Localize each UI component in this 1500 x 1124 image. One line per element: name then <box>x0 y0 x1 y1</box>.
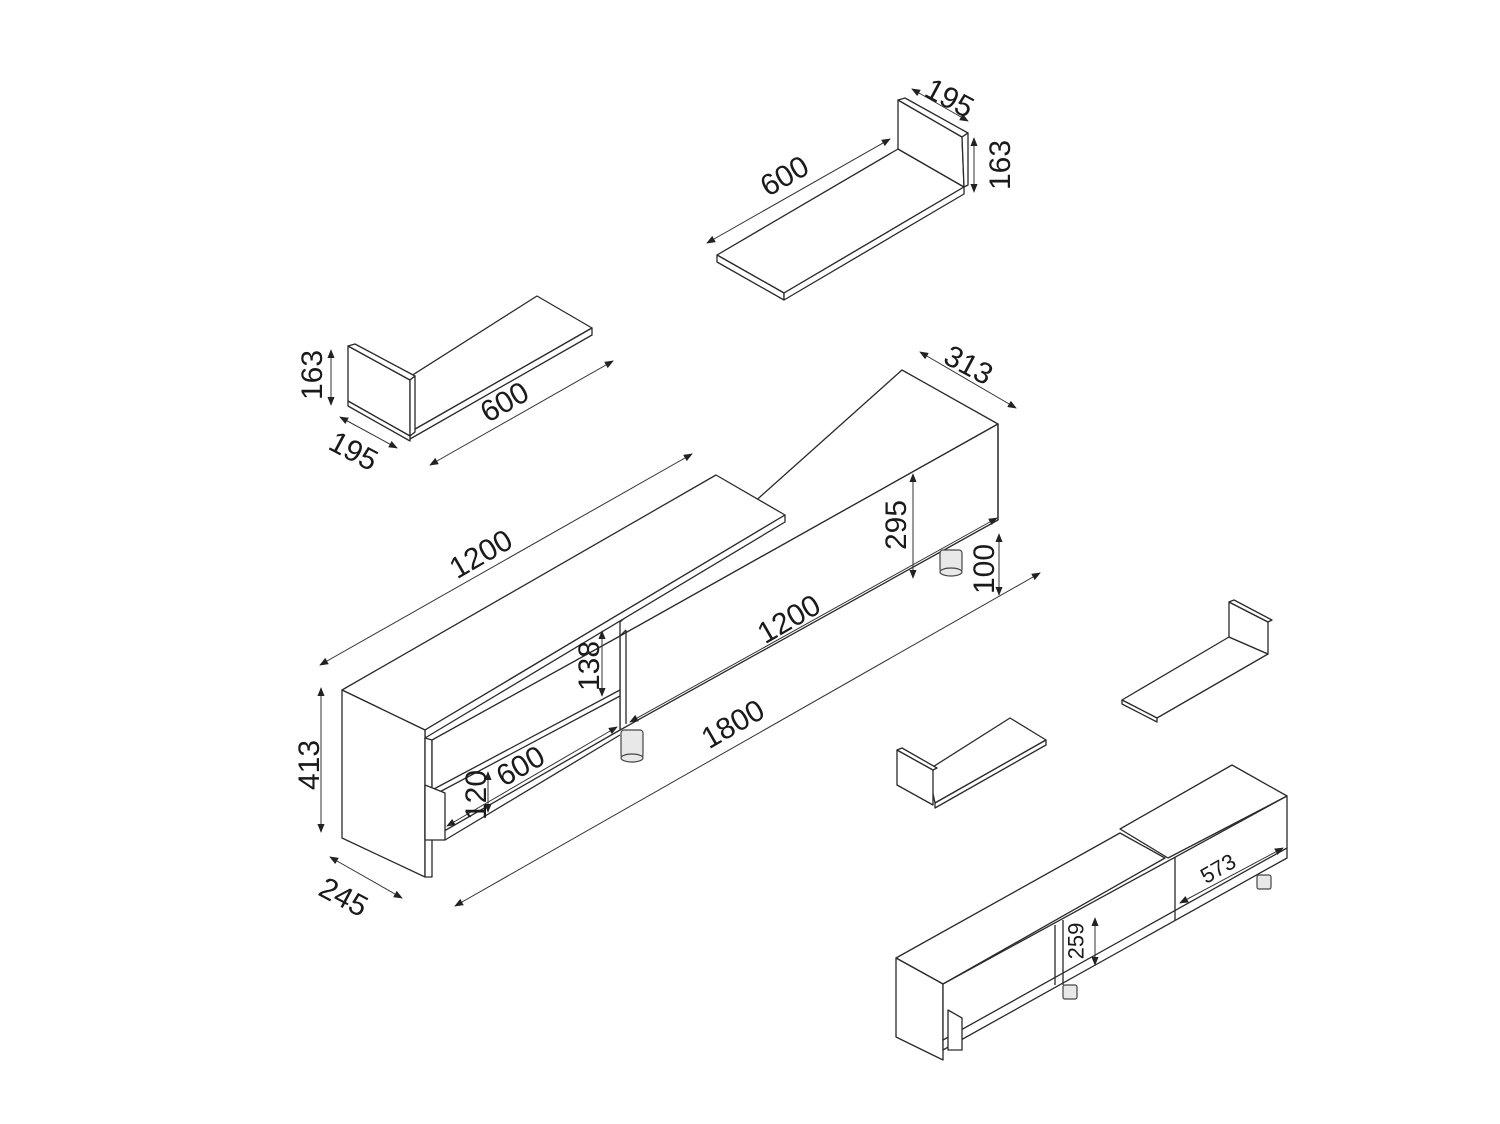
tv-stand-main <box>317 351 1041 907</box>
dim-label-main-295: 295 <box>880 499 914 551</box>
wall-shelf-small-1 <box>896 717 1047 809</box>
dim-label-left-shelf-163: 163 <box>296 349 330 401</box>
dim-label-main-120: 120 <box>460 769 494 821</box>
wall-shelf-top <box>706 88 978 301</box>
wall-shelf-small-2 <box>1121 599 1273 723</box>
dim-label-assembled-259: 259 <box>1063 922 1089 960</box>
assembled-view <box>895 764 1288 1061</box>
dim-label-top-shelf-163: 163 <box>984 139 1018 191</box>
wall-shelf-left <box>327 295 614 466</box>
dim-label-main-413: 413 <box>293 739 327 791</box>
dim-label-main-100: 100 <box>968 543 1002 595</box>
dim-label-main-138: 138 <box>573 640 607 692</box>
